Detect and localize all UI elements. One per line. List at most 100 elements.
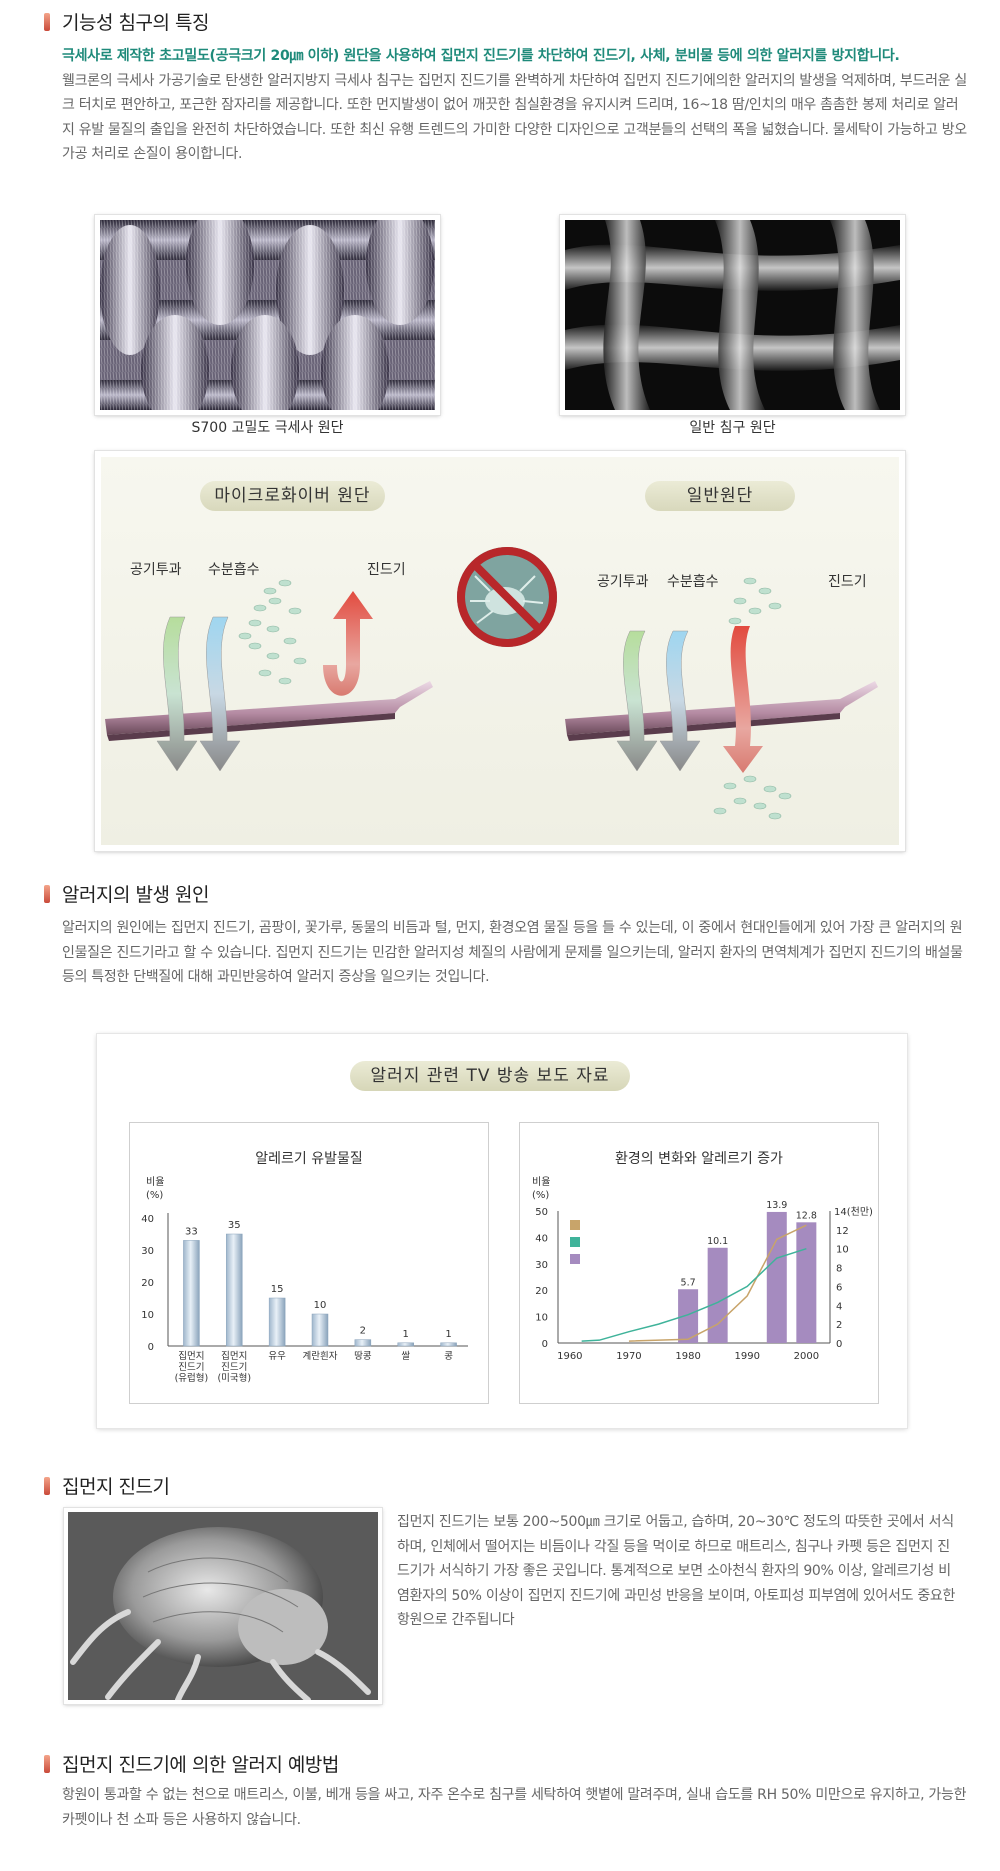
environment-chart-title: 환경의 변화와 알레르기 증가: [615, 1151, 783, 1167]
y2-tick-label: 6: [836, 1282, 842, 1293]
x-tick-label: 콩: [444, 1351, 453, 1362]
moisture-label-left: 수분흡수: [208, 562, 260, 578]
microfiber-fabric-label: 마이크로화이버 원단: [200, 481, 385, 511]
diagram-graphic: [101, 457, 899, 845]
bar: [354, 1339, 372, 1347]
features-body: 웰크론의 극세사 가공기술로 탄생한 알러지방지 극세사 침구는 집먼지 진드기…: [62, 72, 967, 163]
section-title-causes: 알러지의 발생 원인: [44, 880, 209, 907]
y2-tick-label: 4: [836, 1301, 842, 1312]
x-tick-label: 1960: [557, 1351, 582, 1362]
section-title-text: 집먼지 진드기에 의한 알러지 예방법: [62, 1754, 339, 1776]
x-tick-label: 계란흰자: [303, 1350, 338, 1362]
bar: [311, 1313, 329, 1347]
y2-tick-label: 0: [836, 1339, 842, 1350]
x-tick-label: 1990: [734, 1351, 759, 1362]
y-tick-label: 40: [141, 1214, 154, 1225]
y-tick-label: 40: [535, 1233, 548, 1244]
legend-swatch: [570, 1254, 580, 1264]
x-tick-label: 땅콩: [354, 1351, 372, 1362]
bar: [268, 1297, 286, 1347]
y-tick-label: 0: [148, 1342, 154, 1353]
x-tick-label: 집먼지: [178, 1350, 204, 1362]
normal-fabric-caption: 일반 침구 원단: [689, 420, 776, 436]
y-tick-label: 30: [141, 1246, 154, 1257]
bullet-icon: [44, 12, 50, 31]
allergen-chart-title: 알레르기 유발물질: [255, 1151, 363, 1167]
normal-fabric-label: 일반원단: [645, 481, 795, 511]
prevention-body: 항원이 통과할 수 없는 천으로 매트리스, 이불, 베개 등을 싸고, 자주 …: [62, 1787, 967, 1828]
bar-value-label: 10.1: [707, 1236, 728, 1247]
bar: [183, 1240, 200, 1347]
causes-body: 알러지의 원인에는 집먼지 진드기, 곰팡이, 꽃가루, 동물의 비듬과 털, …: [62, 920, 963, 985]
y-tick-label: 20: [141, 1278, 154, 1289]
bullet-icon: [44, 884, 50, 903]
mite-body: 집먼지 진드기는 보통 200~500㎛ 크기로 어둡고, 습하며, 20~30…: [397, 1514, 956, 1628]
x-tick-label: 쌀: [401, 1351, 410, 1362]
y-tick-label: 10: [141, 1310, 154, 1321]
y-tick-label: 20: [535, 1286, 548, 1297]
y2-axis-label: 14(천만): [834, 1206, 873, 1218]
series-line: [628, 1224, 807, 1342]
air-label-left: 공기투과: [130, 562, 182, 578]
features-lead: 극세사로 제작한 초고밀도(공극크기 20㎛ 이하) 원단을 사용하여 집먼지 …: [62, 48, 900, 64]
x-tick-label: 집먼지: [221, 1350, 247, 1362]
bar: [397, 1342, 414, 1347]
bullet-icon: [44, 1754, 50, 1773]
dust-mite-sem-image: [68, 1512, 378, 1703]
section-title-mite: 집먼지 진드기: [44, 1472, 170, 1499]
bar-value-label: 35: [228, 1220, 241, 1231]
bullet-icon: [44, 1476, 50, 1495]
bar: [226, 1233, 243, 1347]
y-axis-label: 비율: [146, 1176, 164, 1188]
x-tick-label: 2000: [794, 1351, 819, 1362]
bar-value-label: 12.8: [796, 1210, 817, 1221]
x-tick-label: 유우: [268, 1351, 286, 1362]
features-paragraph: 극세사로 제작한 초고밀도(공극크기 20㎛ 이하) 원단을 사용하여 집먼지 …: [62, 44, 967, 167]
bar: [678, 1289, 699, 1343]
microfiber-weave-image: [100, 205, 435, 425]
y2-tick-label: 2: [836, 1320, 842, 1331]
bar-value-label: 1: [403, 1329, 409, 1340]
y-axis-unit: (%): [146, 1190, 163, 1201]
y-tick-label: 30: [535, 1260, 548, 1271]
bar-value-label: 10: [314, 1300, 327, 1311]
y2-tick-label: 8: [836, 1264, 842, 1275]
air-label-right: 공기투과: [597, 574, 649, 590]
bar-value-label: 13.9: [766, 1200, 787, 1211]
section-title-prevention: 집먼지 진드기에 의한 알러지 예방법: [44, 1750, 339, 1777]
y-axis-label: 비율: [532, 1176, 550, 1188]
legend-swatch: [570, 1220, 580, 1230]
y2-tick-label: 10: [836, 1245, 849, 1256]
x-tick-label: (유럽형): [175, 1373, 209, 1384]
bar: [766, 1211, 787, 1343]
moisture-label-right: 수분흡수: [667, 574, 719, 590]
mite-label-left: 진드기: [367, 562, 406, 578]
microfiber-fabric-photo: [95, 205, 440, 425]
section-title-text: 집먼지 진드기: [62, 1476, 170, 1498]
bar-value-label: 5.7: [681, 1277, 696, 1288]
x-tick-label: 1970: [616, 1351, 641, 1362]
mite-label-right: 진드기: [828, 574, 867, 590]
normal-weave-image: [565, 220, 900, 410]
bar: [440, 1342, 457, 1347]
dust-mite-photo: [64, 1508, 382, 1704]
section-title-text: 기능성 침구의 특징: [62, 12, 209, 34]
bar-value-label: 33: [185, 1226, 198, 1237]
x-tick-label: 진드기: [221, 1362, 247, 1373]
y-tick-label: 0: [542, 1339, 548, 1350]
x-tick-label: (미국형): [217, 1373, 251, 1384]
no-mite-icon: [457, 547, 557, 647]
legend-swatch: [570, 1237, 580, 1247]
allergen-bar-chart: 비율(%)01020304033집먼지진드기(유럽형)35집먼지진드기(미국형)…: [141, 1176, 468, 1384]
bar-value-label: 1: [445, 1329, 451, 1340]
fabric-comparison-diagram: 마이크로화이버 원단 일반원단 공기투과 수분흡수 진드기 공기투과 수분흡수 …: [95, 451, 905, 851]
tv-report-title: 알러지 관련 TV 방송 보도 자료: [350, 1061, 630, 1091]
section-title-text: 알러지의 발생 원인: [62, 884, 209, 906]
microfiber-caption: S700 고밀도 극세사 원단: [191, 420, 344, 436]
bar: [796, 1222, 817, 1343]
x-tick-label: 1980: [675, 1351, 700, 1362]
